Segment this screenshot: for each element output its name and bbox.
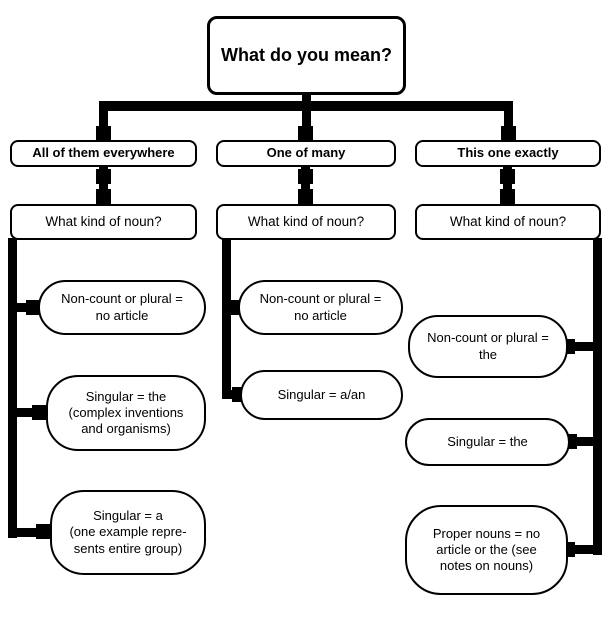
leaf-node: Non-count or plural = no article	[238, 280, 403, 335]
connector-line	[504, 101, 513, 129]
connector-node	[36, 524, 51, 539]
leaf-node: Non-count or plural = no article	[38, 280, 206, 335]
connector-node	[298, 169, 313, 184]
connector-node	[298, 189, 313, 204]
connector-line	[99, 166, 108, 206]
leaf-node: Singular = a (one example repre- sents e…	[50, 490, 206, 575]
leaf-node: Non-count or plural = the	[408, 315, 568, 378]
connector-node	[26, 300, 41, 315]
noun-question-label: What kind of noun?	[449, 213, 567, 229]
leaf-label: Non-count or plural = no article	[259, 291, 382, 323]
noun-question-label: What kind of noun?	[247, 213, 365, 229]
branch-box-one-of-many: One of many	[216, 140, 396, 167]
leaf-node: Proper nouns = no article or the (see no…	[405, 505, 568, 595]
branch-label: One of many	[266, 145, 346, 161]
noun-question-label: What kind of noun?	[45, 213, 162, 229]
connector-line	[566, 342, 602, 351]
branch-box-this-one-exactly: This one exactly	[415, 140, 601, 167]
connector-line	[503, 166, 512, 206]
connector-line	[568, 437, 602, 446]
branch-label: This one exactly	[457, 145, 559, 161]
noun-question-box-left: What kind of noun?	[10, 204, 197, 240]
connector-line	[99, 101, 108, 129]
connector-node	[96, 189, 111, 204]
leaf-label: Non-count or plural = no article	[61, 291, 183, 323]
connector-line	[222, 238, 231, 399]
connector-line	[8, 528, 52, 537]
connector-node	[96, 126, 111, 141]
leaf-label: Singular = the (complex inventions and o…	[68, 388, 184, 437]
branch-box-all-of-them: All of them everywhere	[10, 140, 197, 167]
leaf-label: Singular = a (one example repre- sents e…	[69, 508, 187, 556]
connector-node	[500, 189, 515, 204]
leaf-node: Singular = the	[405, 418, 570, 466]
connector-line	[593, 238, 602, 555]
noun-question-box-right: What kind of noun?	[415, 204, 601, 240]
connector-line	[8, 238, 17, 538]
connector-node	[501, 126, 516, 141]
connector-line	[301, 166, 310, 206]
leaf-node: Singular = a/an	[240, 370, 403, 420]
leaf-label: Non-count or plural = the	[427, 330, 549, 362]
connector-line	[8, 303, 42, 312]
leaf-label: Proper nouns = no article or the (see no…	[432, 525, 541, 574]
root-question-label: What do you mean?	[221, 45, 392, 66]
connector-node	[500, 169, 515, 184]
connector-node	[96, 169, 111, 184]
root-question-box: What do you mean?	[207, 16, 406, 95]
leaf-label: Singular = a/an	[277, 386, 366, 402]
noun-question-box-center: What kind of noun?	[216, 204, 396, 240]
leaf-label: Singular = the	[447, 433, 528, 449]
connector-node	[298, 126, 313, 141]
branch-label: All of them everywhere	[32, 145, 175, 161]
connector-line	[8, 408, 48, 417]
connector-line	[566, 545, 602, 554]
connector-line	[99, 101, 513, 111]
connector-node	[32, 405, 47, 420]
leaf-node: Singular = the (complex inventions and o…	[46, 375, 206, 451]
